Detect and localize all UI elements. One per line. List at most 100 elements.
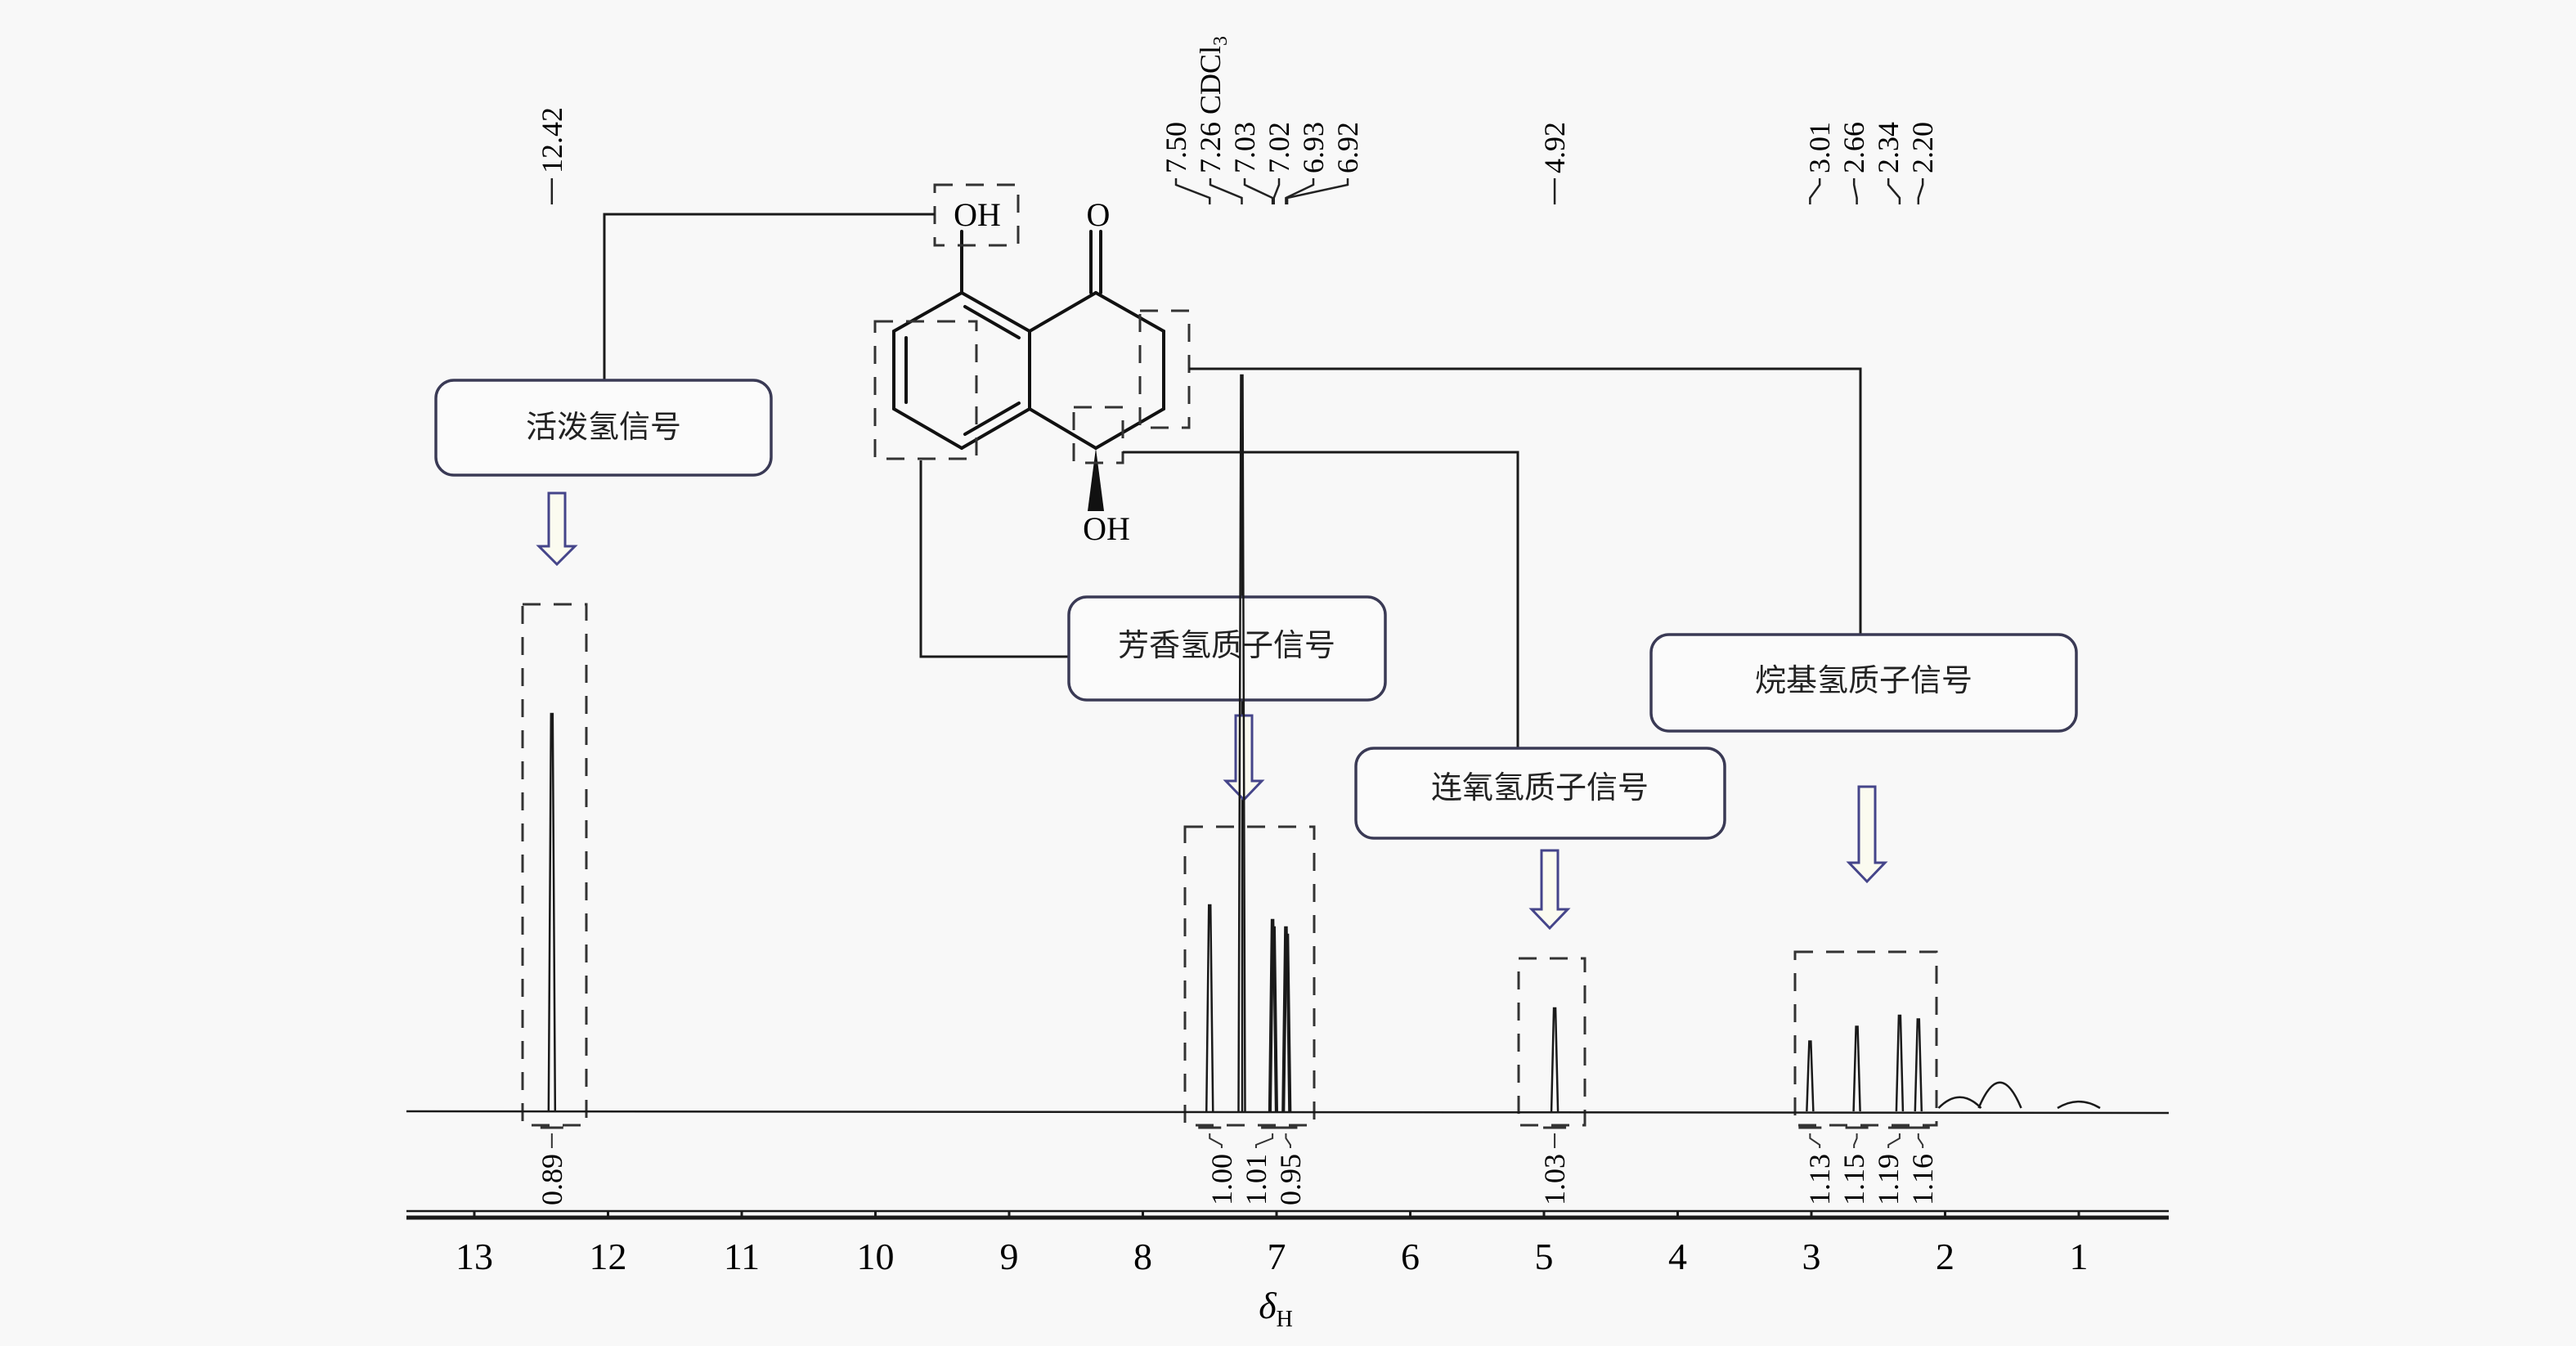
- peak-mark: [1237, 374, 1246, 1112]
- region-box-alkyl-h: [1793, 950, 1938, 1127]
- peak-label-leader: [1917, 178, 1924, 204]
- minor-peak: [2057, 1100, 2101, 1110]
- integral-leader: [1285, 1133, 1291, 1148]
- peak-label-leader: [1243, 178, 1274, 204]
- integral-value: 0.95: [1274, 1154, 1307, 1205]
- peak-label-subscript: 3: [1210, 36, 1232, 46]
- peak-mark: [547, 712, 557, 1112]
- region-box-active-h: [521, 603, 588, 1127]
- peak-label-leader: [1887, 178, 1901, 204]
- peak-label-value: 2.66: [1838, 122, 1870, 173]
- oh-top-label: OH: [954, 196, 1001, 233]
- integral-leader: [1887, 1133, 1901, 1148]
- axis-tick-label: 1: [2070, 1236, 2089, 1277]
- peak-label-value: 6.93: [1297, 122, 1330, 173]
- spectrum-baseline: [406, 1110, 2170, 1115]
- integral-leader: [1917, 1133, 1924, 1148]
- carbonyl-o-label: O: [1087, 196, 1111, 233]
- peak-label: 2.66: [1838, 122, 1870, 173]
- bond: [1094, 291, 1165, 333]
- double-bond: [963, 402, 1021, 436]
- peak-label-leader: [1286, 178, 1349, 204]
- connector-aromatic-h: [919, 460, 1069, 658]
- region-box-aromatic-h: [1183, 825, 1316, 1127]
- integral-leader: [1809, 1133, 1821, 1148]
- axis-tick-label: 3: [1802, 1236, 1821, 1277]
- peak-label: 2.20: [1906, 122, 1939, 173]
- peak-mark: [1895, 1014, 1905, 1112]
- integral-value: 1.01: [1240, 1154, 1272, 1205]
- peak-mark: [1269, 926, 1278, 1112]
- integral-value: 0.89: [536, 1154, 568, 1205]
- bond: [892, 407, 963, 450]
- integral-value: 1.13: [1803, 1154, 1836, 1205]
- peak-mark: [1914, 1018, 1923, 1112]
- axis-tick-label: 13: [456, 1236, 493, 1277]
- peak-mark: [1550, 1007, 1560, 1112]
- peak-label-value: 7.26 CDCl: [1194, 46, 1227, 173]
- double-bond: [963, 305, 1021, 339]
- axis-tick-label: 12: [590, 1236, 627, 1277]
- x-axis-label-main: δ: [1259, 1285, 1277, 1326]
- signal-region-boxes: [521, 603, 1938, 1127]
- bond: [1094, 407, 1165, 450]
- axis-tick-label: 11: [724, 1236, 760, 1277]
- peak-label: 12.42: [536, 107, 568, 173]
- molecule-structure: OH O OH: [873, 183, 1191, 547]
- peak-label-value: 12.42: [536, 107, 568, 173]
- peak-label: 3.01: [1803, 122, 1836, 173]
- peak-label-value: 7.50: [1160, 122, 1192, 173]
- aromatic-highlight-box: [873, 320, 978, 460]
- axis-tick-label: 7: [1268, 1236, 1286, 1277]
- annotation-boxes: 活泼氢信号 芳香氢质子信号 连氧氢质子信号 烷基氢质子信号: [434, 379, 2078, 840]
- peak-mark: [1806, 1040, 1815, 1112]
- x-axis-label-sub: H: [1277, 1307, 1293, 1332]
- arrow-down-icon: [536, 491, 578, 567]
- peak-label: 7.02: [1263, 122, 1295, 173]
- peak-label-value: 7.03: [1228, 122, 1261, 173]
- arrow-down-icon: [1846, 785, 1888, 884]
- peak-label: 6.92: [1331, 122, 1364, 173]
- connector-alkyl-h: [1189, 367, 1862, 635]
- minor-peak: [1977, 1081, 2022, 1109]
- integral-value: 1.16: [1906, 1154, 1939, 1205]
- axis-tick-label: 4: [1668, 1236, 1687, 1277]
- alkyl-h-box: [1649, 633, 2078, 733]
- aromatic-h-label: 芳香氢质子信号: [1118, 627, 1335, 663]
- wedge-bond: [1088, 448, 1104, 511]
- bond: [892, 291, 963, 333]
- peak-label-value: 3.01: [1803, 122, 1836, 173]
- peak-label: 7.26 CDCl3: [1194, 36, 1232, 173]
- axis-tick-label: 8: [1133, 1236, 1152, 1277]
- peak-mark: [1268, 918, 1277, 1112]
- region-box-oxy-h: [1517, 957, 1586, 1127]
- axis-tick-label: 9: [1000, 1236, 1019, 1277]
- peak-label-leader: [1852, 178, 1858, 204]
- spectrum: [406, 374, 2170, 1115]
- axis-tick-label: 2: [1936, 1236, 1954, 1277]
- peak-label-value: 2.34: [1872, 122, 1905, 173]
- oxy-h-box: [1354, 747, 1726, 840]
- peak-label-leader: [1285, 178, 1315, 204]
- peak-label: 2.34: [1872, 122, 1905, 173]
- oh-bottom-label: OH: [1083, 510, 1130, 547]
- aromatic-h-box: [1067, 595, 1387, 702]
- integral-leader: [1209, 1133, 1223, 1148]
- active-h-label: 活泼氢信号: [526, 409, 681, 445]
- peak-mark: [1281, 926, 1290, 1112]
- peak-mark: [1205, 904, 1214, 1112]
- peak-mark: [1852, 1025, 1861, 1112]
- x-axis-label: δH: [1259, 1285, 1293, 1332]
- peak-label-leader: [1809, 178, 1821, 204]
- peak-label: 7.03: [1228, 122, 1261, 173]
- connector-active-h: [603, 213, 935, 380]
- axis-tick-label: 5: [1535, 1236, 1554, 1277]
- bond: [1028, 291, 1097, 333]
- peak-label: 4.92: [1538, 122, 1571, 173]
- peak-label-value: 6.92: [1331, 122, 1364, 173]
- active-h-box: [434, 379, 773, 477]
- oxy-h-label: 连氧氢质子信号: [1431, 769, 1649, 805]
